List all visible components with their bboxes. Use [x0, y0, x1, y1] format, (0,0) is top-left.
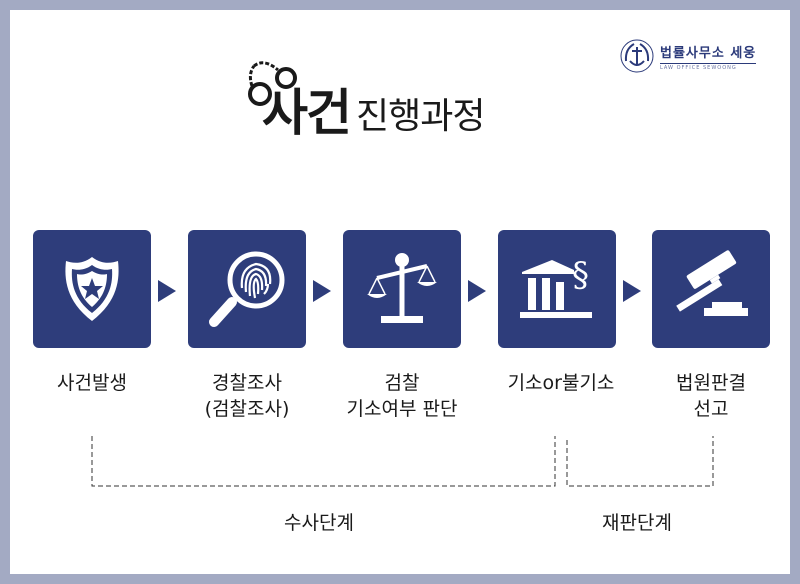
arrow-right-icon	[158, 280, 176, 302]
title-bold: 사건	[262, 84, 352, 142]
trial-bracket	[566, 436, 714, 487]
gavel-icon	[676, 250, 748, 316]
investigation-bracket	[91, 436, 556, 487]
step-box-4: §	[498, 230, 616, 348]
handcuffs-icon	[248, 61, 297, 106]
step-box-5	[652, 230, 770, 348]
step-box-3	[343, 230, 461, 348]
step-label-1: 사건발생	[57, 372, 127, 394]
step-label-3: 검찰 기소여부 판단	[346, 372, 458, 420]
phase-label-trial: 재판단계	[602, 512, 672, 534]
arrow-right-icon	[623, 280, 641, 302]
step-label-4: 기소or불기소	[507, 372, 615, 394]
courthouse-section-icon: §	[520, 255, 592, 318]
company-logo: 법률사무소 세웅 LAW OFFICE SEWOONG	[620, 38, 760, 74]
arrow-right-icon	[468, 280, 486, 302]
police-badge-icon	[65, 257, 119, 321]
page-title: 사건 진행과정	[262, 84, 485, 142]
step-label-2: 경찰조사 (검찰조사)	[204, 372, 290, 420]
logo-subtitle: LAW OFFICE SEWOONG	[660, 62, 757, 71]
fingerprint-magnifier-icon	[209, 251, 285, 327]
svg-text:§: §	[572, 255, 589, 295]
balance-scale-icon	[367, 253, 437, 323]
step-label-5: 법원판결 선고	[676, 372, 746, 420]
arrow-right-icon	[313, 280, 331, 302]
step-box-1	[33, 230, 151, 348]
step-box-2	[188, 230, 306, 348]
anchor-wreath-emblem	[620, 39, 654, 73]
phase-label-investigation: 수사단계	[284, 512, 354, 534]
title-light: 진행과정	[356, 96, 485, 137]
logo-name: 법률사무소 세웅	[660, 45, 757, 61]
